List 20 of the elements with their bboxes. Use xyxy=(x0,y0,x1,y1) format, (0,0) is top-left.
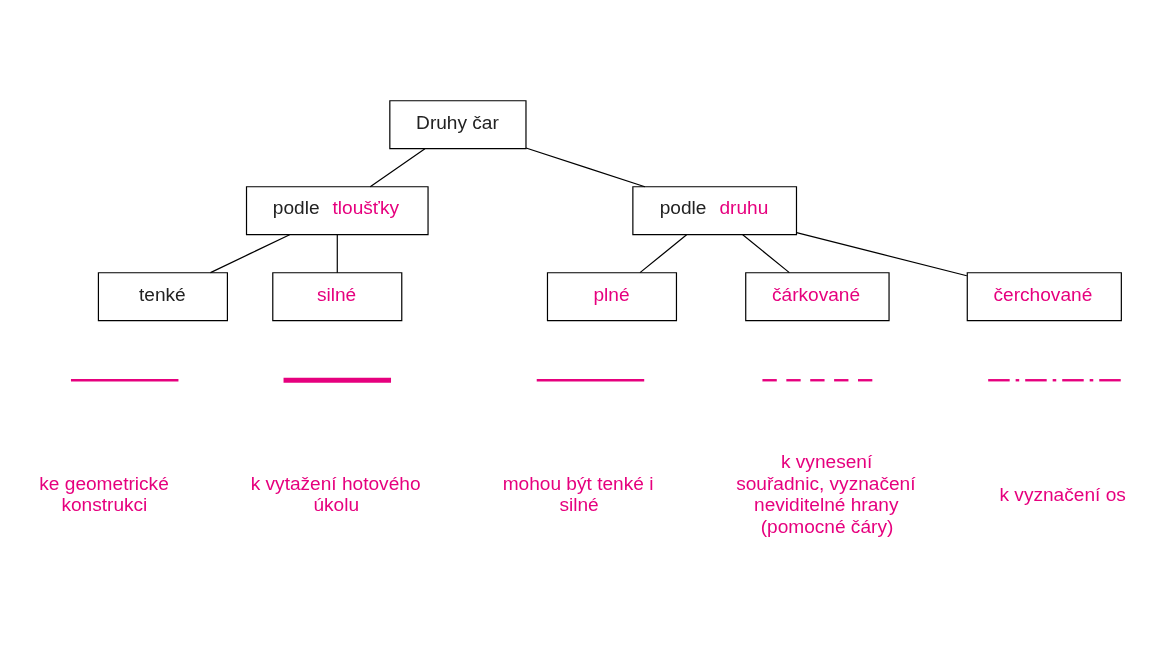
connector xyxy=(796,231,968,276)
connector xyxy=(525,146,646,187)
node-box: silné xyxy=(272,271,403,321)
label: k vytažení hotového úkolu xyxy=(250,472,421,515)
label: k vynesení souřadnic, vyznačení neviditelné hrany (pomocné čáry) xyxy=(736,450,916,537)
connector xyxy=(336,233,338,273)
node-box: podle druhu xyxy=(632,185,798,235)
connector xyxy=(369,147,426,187)
node-box: čerchované xyxy=(966,271,1122,321)
connector xyxy=(742,233,790,273)
node-box: podle tloušťky xyxy=(245,185,429,235)
label: k vyznačení os xyxy=(999,483,1126,505)
node-box: plné xyxy=(546,271,678,321)
node-box: čárkované xyxy=(745,271,890,321)
node-box: Druhy čar xyxy=(389,99,527,149)
connector xyxy=(639,233,688,273)
label: mohou být tenké i silné xyxy=(502,472,654,515)
connector xyxy=(209,233,291,273)
node-box: tenké xyxy=(97,271,228,321)
label: ke geometrické konstrukci xyxy=(39,472,169,515)
